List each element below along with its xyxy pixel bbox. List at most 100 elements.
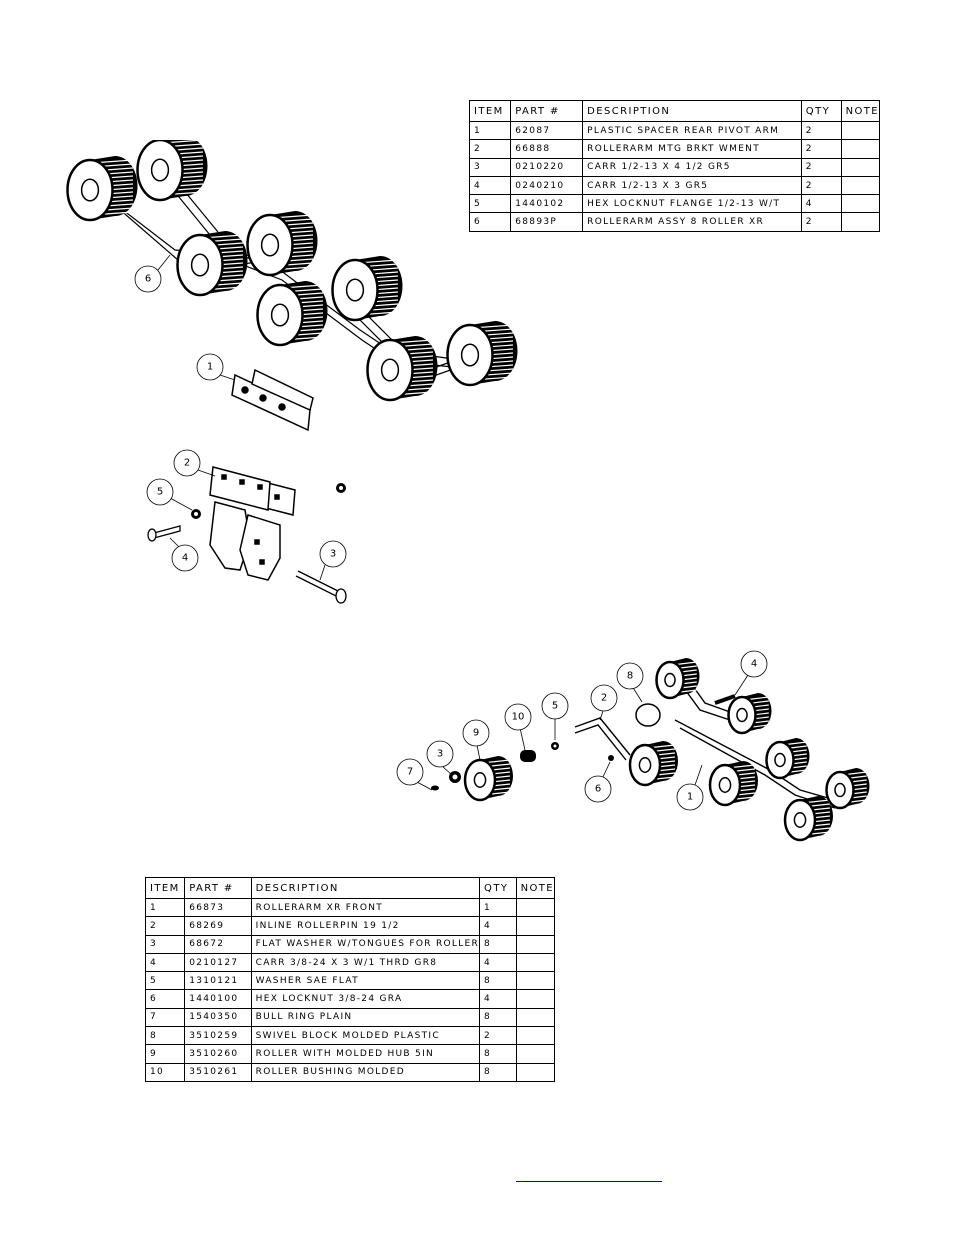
roller-wheel: [708, 761, 758, 807]
callout-1: 1: [196, 353, 236, 381]
carriage-bolt-long: [295, 570, 347, 604]
roller-wheel: [655, 658, 700, 700]
svg-text:10: 10: [512, 712, 525, 723]
callout-2: 2: [173, 449, 216, 477]
cell-quantity: 2: [800, 212, 842, 232]
cell-description: ROLLER BUSHING MOLDED: [250, 1062, 481, 1082]
column-header-part: PART #: [510, 100, 584, 122]
cell-quantity: 4: [479, 989, 517, 1009]
column-header-note: NOTE: [515, 877, 556, 899]
callout-6: 6: [584, 761, 612, 803]
svg-text:6: 6: [145, 274, 151, 285]
flat-washer-part: [449, 771, 461, 783]
roller-wheel: [463, 756, 513, 802]
svg-text:1: 1: [687, 792, 693, 803]
roller-wheel: [256, 281, 328, 347]
svg-text:6: 6: [595, 784, 601, 795]
roller-wheel: [825, 768, 870, 810]
roller-wheel: [727, 693, 772, 735]
cell-item-number: 1: [468, 120, 512, 141]
roller-wheel: [136, 140, 208, 202]
column-header-item: ITEM: [468, 100, 512, 122]
cell-description: SWIVEL BLOCK MOLDED PLASTIC: [250, 1026, 481, 1046]
cell-note: [515, 934, 556, 954]
cell-note: [840, 194, 881, 214]
callout-8: 8: [616, 662, 644, 703]
cell-part-number: 68269: [184, 916, 252, 936]
cell-description: CARR 3/8-24 X 3 W/1 THRD GR8: [250, 952, 481, 973]
carriage-bolt-part: [714, 694, 736, 705]
cell-note: [515, 1007, 556, 1028]
hyperlink[interactable]: [516, 1181, 662, 1182]
cell-item-number: 5: [144, 971, 186, 991]
cell-part-number: 68893P: [510, 212, 584, 232]
cell-part-number: 1310121: [184, 971, 252, 991]
locknut-part: [608, 755, 614, 761]
cell-item-number: 1: [144, 897, 186, 918]
cell-note: [515, 971, 556, 991]
callout-6: 6: [134, 254, 171, 293]
carriage-bolt-short: [147, 525, 181, 542]
cell-description: BULL RING PLAIN: [250, 1007, 481, 1028]
cell-quantity: 2: [479, 1026, 517, 1046]
cell-description: ROLLERARM ASSY 8 ROLLER XR: [582, 212, 802, 232]
cell-note: [515, 1062, 556, 1082]
roller-wheel: [446, 321, 518, 387]
cell-quantity: 2: [800, 157, 842, 177]
cell-note: [515, 897, 556, 918]
cell-quantity: 8: [479, 1044, 517, 1064]
svg-text:2: 2: [601, 693, 607, 704]
callout-3: 3: [426, 740, 454, 776]
swivel-block-part: [635, 703, 661, 727]
cell-quantity: 4: [479, 952, 517, 973]
svg-text:2: 2: [184, 458, 190, 469]
spacer-part: [231, 368, 314, 432]
cell-description: HEX LOCKNUT 3/8-24 GRA: [250, 989, 481, 1009]
roller-wheel: [783, 796, 833, 842]
cell-description: ROLLERARM MTG BRKT WMENT: [582, 139, 802, 159]
cell-quantity: 2: [800, 139, 842, 159]
roller-wheel: [331, 256, 403, 322]
cell-note: [515, 952, 556, 973]
cell-item-number: 9: [144, 1044, 186, 1064]
column-header-part: PART #: [184, 877, 252, 899]
callout-10: 10: [504, 703, 532, 751]
cell-description: CARR 1/2-13 X 3 GR5: [582, 175, 802, 196]
front-rollerarm-exploded-drawing: 4 8 2 5 10 9 3 7 6 1: [396, 650, 870, 842]
cell-part-number: 3510260: [184, 1044, 252, 1064]
svg-text:4: 4: [751, 659, 757, 670]
column-header-description: DESCRIPTION: [582, 100, 802, 122]
callout-5: 5: [146, 478, 193, 511]
locknut-part: [336, 483, 346, 493]
svg-text:1: 1: [207, 362, 213, 373]
cell-note: [515, 1044, 556, 1064]
column-header-qty: QTY: [479, 877, 517, 899]
mounting-bracket-drawing: 2 5 4 3: [146, 449, 347, 604]
cell-item-number: 7: [144, 1007, 186, 1028]
cell-quantity: 8: [479, 1062, 517, 1082]
bracket-part: [209, 466, 296, 581]
callout-4: 4: [169, 537, 199, 572]
cell-quantity: 4: [479, 916, 517, 936]
cell-quantity: 8: [479, 934, 517, 954]
cell-part-number: 68672: [184, 934, 252, 954]
cell-part-number: 0210127: [184, 952, 252, 973]
bull-ring-part: [431, 785, 439, 791]
cell-part-number: 1540350: [184, 1007, 252, 1028]
cell-quantity: 2: [800, 175, 842, 196]
cell-note: [840, 139, 881, 159]
